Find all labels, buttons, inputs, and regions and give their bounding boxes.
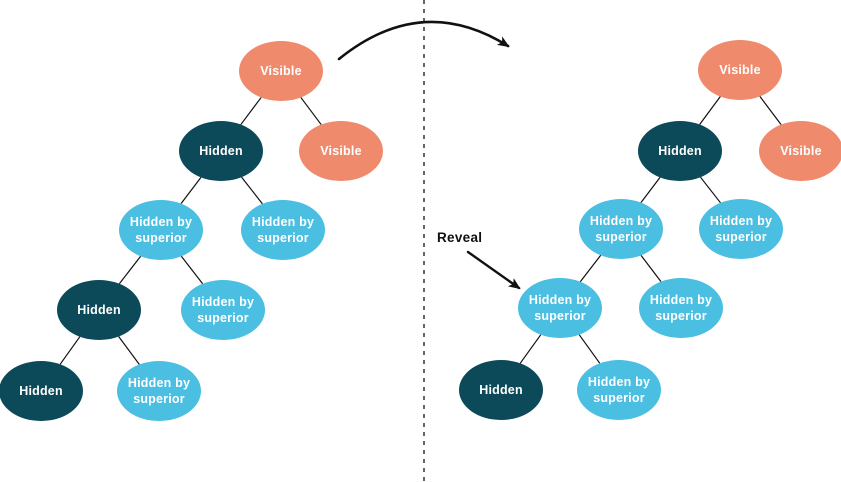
tree-edge-after [700, 176, 721, 204]
tree-node-before-n1-visible: Visible [239, 41, 323, 101]
tree-node-after-n9-hidden_by_superior: Hidden by superior [577, 360, 661, 420]
tree-node-before-n9-hidden_by_superior: Hidden by superior [117, 361, 201, 421]
tree-node-after-n8-hidden: Hidden [459, 360, 543, 420]
tree-node-before-n6-hidden: Hidden [57, 280, 141, 340]
tree-node-after-n3-visible: Visible [759, 121, 841, 181]
tree-edge-before [118, 255, 142, 285]
tree-edge-before [240, 97, 262, 125]
tree-node-after-n6-hidden_by_superior: Hidden by superior [518, 278, 602, 338]
tree-edge-after [579, 254, 602, 283]
reveal-arrow [466, 250, 521, 290]
tree-node-after-n4-hidden_by_superior: Hidden by superior [579, 199, 663, 259]
tree-edge-before [118, 336, 140, 365]
tree-edge-after [699, 96, 721, 125]
tree-edge-before [180, 177, 202, 204]
tree-node-after-n2-hidden: Hidden [638, 121, 722, 181]
tree-node-before-n8-hidden: Hidden [0, 361, 83, 421]
tree-node-after-n5-hidden_by_superior: Hidden by superior [699, 199, 783, 259]
tree-node-before-n7-hidden_by_superior: Hidden by superior [181, 280, 265, 340]
tree-node-before-n3-visible: Visible [299, 121, 383, 181]
tree-node-before-n2-hidden: Hidden [179, 121, 263, 181]
reveal-annotation-label: Reveal [437, 230, 483, 245]
tree-edge-before [180, 255, 204, 285]
tree-node-after-n7-hidden_by_superior: Hidden by superior [639, 278, 723, 338]
tree-edge-before [300, 97, 322, 125]
transition-arrow [337, 20, 510, 61]
tree-edge-after [640, 177, 661, 203]
tree-edge-after [759, 96, 782, 125]
tree-node-before-n4-hidden_by_superior: Hidden by superior [119, 200, 203, 260]
tree-edge-after [578, 334, 601, 364]
tree-edge-after [519, 334, 542, 364]
tree-node-before-n5-hidden_by_superior: Hidden by superior [241, 200, 325, 260]
tree-edge-before [241, 176, 263, 205]
tree-node-after-n1-visible: Visible [698, 40, 782, 100]
tree-edge-after [640, 255, 662, 282]
tree-edge-before [59, 336, 81, 365]
